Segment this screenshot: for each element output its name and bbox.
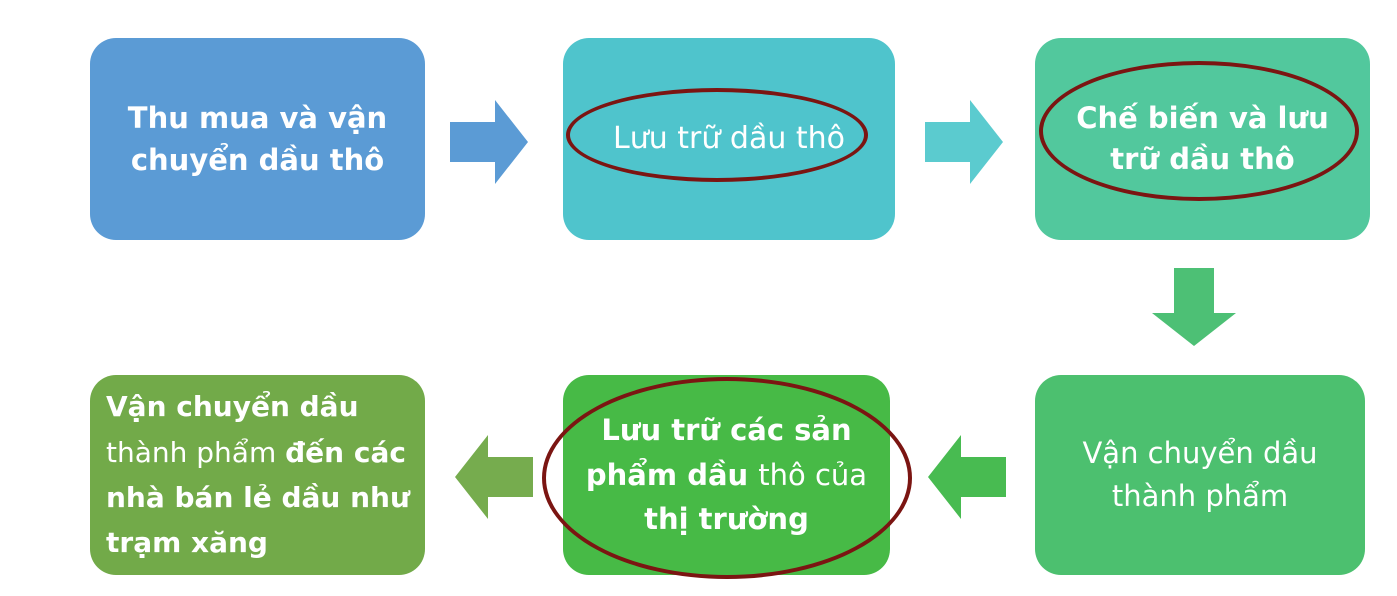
step-box-van-chuyen-dau-thanh-pham: Vận chuyển dầu thành phẩm [1035, 375, 1365, 575]
arrow-shape [1152, 268, 1236, 346]
flow-arrow-down-icon [1152, 268, 1236, 346]
step-box-che-bien-va-luu-tru-dau-tho: Chế biến và lưu trữ dầu thô [1035, 38, 1370, 240]
step-box-thu-mua-va-van-chuyen-dau-tho: Thu mua và vận chuyển dầu thô [90, 38, 425, 240]
flow-arrow-right-icon [925, 100, 1003, 184]
step-box-luu-tru-dau-tho: Lưu trữ dầu thô [563, 38, 895, 240]
flow-arrow-left-icon [455, 435, 533, 519]
step-box-label: Vận chuyển dầu thành phẩm [1082, 435, 1318, 514]
arrow-shape [928, 435, 1006, 519]
step-box-label: Chế biến và lưu trữ dầu thô [1076, 100, 1329, 176]
flow-arrow-left-icon [928, 435, 1006, 519]
step-box-van-chuyen-den-nha-ban-le: Vận chuyển dầu thành phẩm đến các nhà bá… [90, 375, 425, 575]
step-box-label: Vận chuyển dầu thành phẩm đến các nhà bá… [106, 390, 410, 560]
step-box-label: Thu mua và vận chuyển dầu thô [127, 100, 388, 177]
arrow-shape [455, 435, 533, 519]
arrow-shape [925, 100, 1003, 184]
flow-arrow-right-icon [450, 100, 528, 184]
arrow-shape [450, 100, 528, 184]
step-box-label: Lưu trữ các sản phẩm dầu thô của thị trư… [585, 412, 868, 537]
step-box-luu-tru-cac-san-pham-dau: Lưu trữ các sản phẩm dầu thô của thị trư… [563, 375, 890, 575]
step-box-label: Lưu trữ dầu thô [612, 121, 846, 156]
